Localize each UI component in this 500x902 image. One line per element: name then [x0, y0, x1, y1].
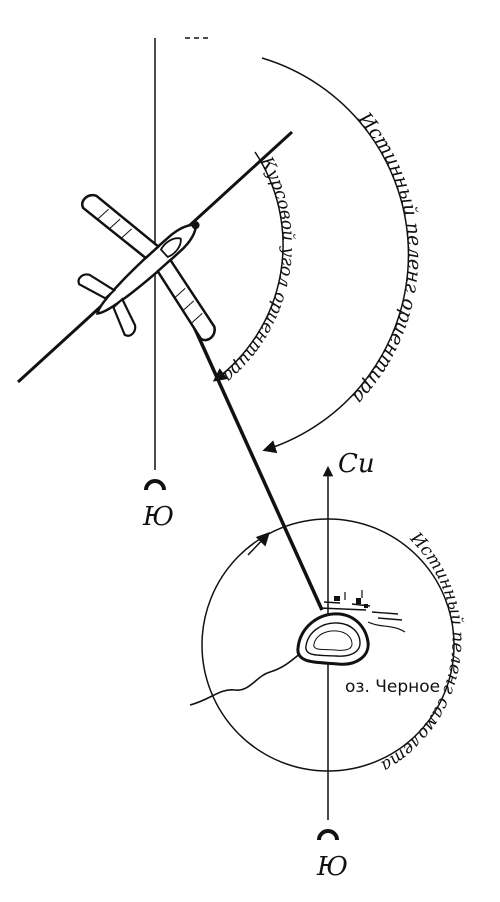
- south-marker-bottom: Ю: [316, 829, 348, 882]
- arc-relative-bearing: [212, 151, 284, 382]
- bearing-line: [180, 299, 324, 611]
- landmark-circle: [201, 518, 455, 772]
- aircraft: [77, 193, 216, 342]
- lake-chernoe: [296, 590, 403, 666]
- south-marker-top: Ю: [142, 479, 174, 532]
- landmark-circle-arrow: [247, 532, 270, 556]
- arc-true-bearing-landmark: [261, 57, 410, 454]
- south-label-top: Ю: [142, 502, 174, 532]
- river: [189, 651, 303, 706]
- lake-label: оз. Черное: [345, 677, 440, 697]
- label-true-bearing-aircraft: Истинный пеленг самолета: [377, 528, 467, 776]
- label-true-bearing-landmark: Истинный пеленг ориентира: [347, 108, 425, 409]
- south-label-bottom: Ю: [316, 852, 348, 882]
- north-label: Си: [338, 449, 375, 479]
- river-right: [367, 621, 406, 633]
